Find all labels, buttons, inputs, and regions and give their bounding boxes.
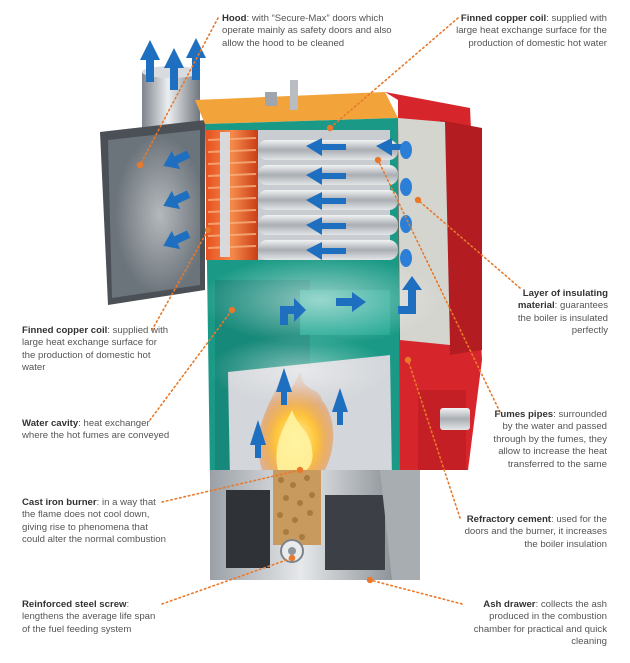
pellet-feed: [273, 470, 321, 563]
flow-arrows: [140, 38, 422, 458]
label-water-cavity-term: Water cavity: [22, 418, 79, 429]
label-cement: Refractory cement: used for the doors an…: [462, 514, 607, 551]
label-coil-top-text: : supplied with large heat exchange surf…: [456, 13, 607, 49]
label-coil-left: Finned copper coil: supplied with large …: [22, 325, 172, 375]
label-insulation: Layer of insulating material: guarantees…: [508, 288, 608, 338]
pipe-end-caps: [400, 141, 412, 267]
label-water-cavity-text: : heat exchanger where the hot fumes are…: [22, 418, 170, 442]
label-screw-term: Reinforced steel screw: [22, 599, 127, 610]
label-burner: Cast iron burner: in a way that the flam…: [22, 497, 167, 547]
label-coil-top: Finned copper coil: supplied with large …: [455, 13, 607, 50]
label-hood-term: Hood: [222, 13, 247, 24]
label-hood: Hood: with “Secure-Max” doors which oper…: [222, 13, 412, 50]
label-ash-term: Ash drawer: [483, 599, 536, 610]
label-hood-text: : with “Secure-Max” doors which operate …: [222, 13, 392, 49]
leader-lines: [136, 17, 521, 605]
label-coil-left-term: Finned copper coil: [22, 325, 108, 336]
label-fumes-pipes: Fumes pipes: surrounded by the water and…: [490, 409, 607, 471]
smoke: [115, 135, 440, 405]
label-insulation-term: Layer of insulating material: [517, 288, 608, 312]
label-fumes-pipes-text: : surrounded by the water and passed thr…: [493, 409, 607, 470]
label-ash-text: : collects the ash produced in the combu…: [473, 599, 607, 648]
ash-drawer: [325, 495, 385, 570]
label-burner-text: : in a way that the flame does not cool …: [22, 497, 166, 546]
label-insulation-text: : guarantees the boiler is insulated per…: [517, 300, 608, 337]
label-burner-term: Cast iron burner: [22, 497, 97, 508]
label-cement-term: Refractory cement: [466, 514, 551, 525]
label-fumes-pipes-term: Fumes pipes: [494, 409, 554, 420]
label-coil-left-text: : supplied with large heat exchange surf…: [22, 325, 169, 374]
label-coil-top-term: Finned copper coil: [460, 13, 547, 24]
label-ash: Ash drawer: collects the ash produced in…: [462, 599, 607, 649]
finned-copper-coil: [206, 130, 258, 260]
label-screw: Reinforced steel screw: lengthens the av…: [22, 599, 164, 636]
label-water-cavity: Water cavity: heat exchanger where the h…: [22, 418, 172, 443]
side-spout: [440, 408, 470, 430]
label-cement-text: : used for the doors and the burner, it …: [464, 514, 607, 550]
label-screw-text: : lengthens the average life span of the…: [22, 599, 156, 635]
